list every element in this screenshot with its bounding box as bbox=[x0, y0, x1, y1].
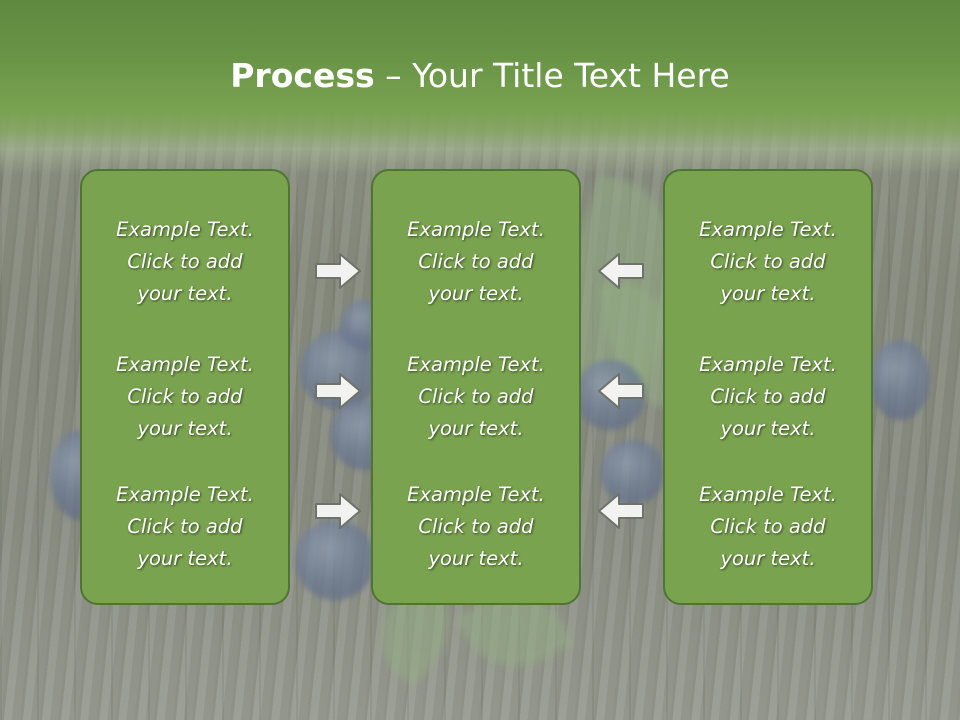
arrow-right-icon bbox=[315, 373, 361, 409]
box-text-item[interactable]: Example Text. Click to add your text. bbox=[373, 214, 579, 310]
process-box-right[interactable]: Example Text. Click to add your text. Ex… bbox=[663, 169, 873, 605]
text-line: your text. bbox=[428, 282, 524, 305]
box-text-item[interactable]: Example Text. Click to add your text. bbox=[82, 214, 288, 310]
header-band bbox=[0, 0, 960, 175]
arrow-left-icon bbox=[598, 373, 644, 409]
text-line: Click to add bbox=[127, 385, 243, 408]
text-line: your text. bbox=[428, 547, 524, 570]
slide-title[interactable]: Process – Your Title Text Here bbox=[0, 54, 960, 98]
background-berry bbox=[870, 340, 930, 420]
arrow-left-icon bbox=[598, 493, 644, 529]
text-line: your text. bbox=[428, 417, 524, 440]
text-line: Example Text. bbox=[699, 483, 837, 506]
title-bold: Process bbox=[230, 56, 375, 95]
arrow-right-icon bbox=[315, 253, 361, 289]
box-text-item[interactable]: Example Text. Click to add your text. bbox=[82, 479, 288, 575]
box-text-item[interactable]: Example Text. Click to add your text. bbox=[373, 479, 579, 575]
text-line: Example Text. bbox=[116, 218, 254, 241]
process-box-left[interactable]: Example Text. Click to add your text. Ex… bbox=[80, 169, 290, 605]
background-berry bbox=[600, 440, 665, 505]
text-line: your text. bbox=[137, 547, 233, 570]
text-line: Click to add bbox=[418, 250, 534, 273]
text-line: your text. bbox=[720, 417, 816, 440]
title-rest: – Your Title Text Here bbox=[374, 56, 730, 95]
text-line: Example Text. bbox=[116, 483, 254, 506]
text-line: Example Text. bbox=[699, 218, 837, 241]
text-line: Click to add bbox=[418, 515, 534, 538]
arrow-left-icon bbox=[598, 253, 644, 289]
text-line: Example Text. bbox=[407, 218, 545, 241]
box-text-item[interactable]: Example Text. Click to add your text. bbox=[665, 479, 871, 575]
background-berry bbox=[295, 520, 375, 600]
text-line: Example Text. bbox=[116, 353, 254, 376]
text-line: Click to add bbox=[710, 250, 826, 273]
text-line: your text. bbox=[720, 547, 816, 570]
text-line: Click to add bbox=[710, 515, 826, 538]
arrow-right-icon bbox=[315, 493, 361, 529]
text-line: Click to add bbox=[127, 515, 243, 538]
text-line: Example Text. bbox=[407, 483, 545, 506]
box-text-item[interactable]: Example Text. Click to add your text. bbox=[82, 349, 288, 445]
box-text-item[interactable]: Example Text. Click to add your text. bbox=[665, 214, 871, 310]
box-text-item[interactable]: Example Text. Click to add your text. bbox=[373, 349, 579, 445]
text-line: Example Text. bbox=[407, 353, 545, 376]
text-line: your text. bbox=[720, 282, 816, 305]
box-text-item[interactable]: Example Text. Click to add your text. bbox=[665, 349, 871, 445]
text-line: Click to add bbox=[418, 385, 534, 408]
text-line: your text. bbox=[137, 417, 233, 440]
text-line: your text. bbox=[137, 282, 233, 305]
process-box-middle[interactable]: Example Text. Click to add your text. Ex… bbox=[371, 169, 581, 605]
text-line: Example Text. bbox=[699, 353, 837, 376]
text-line: Click to add bbox=[127, 250, 243, 273]
text-line: Click to add bbox=[710, 385, 826, 408]
